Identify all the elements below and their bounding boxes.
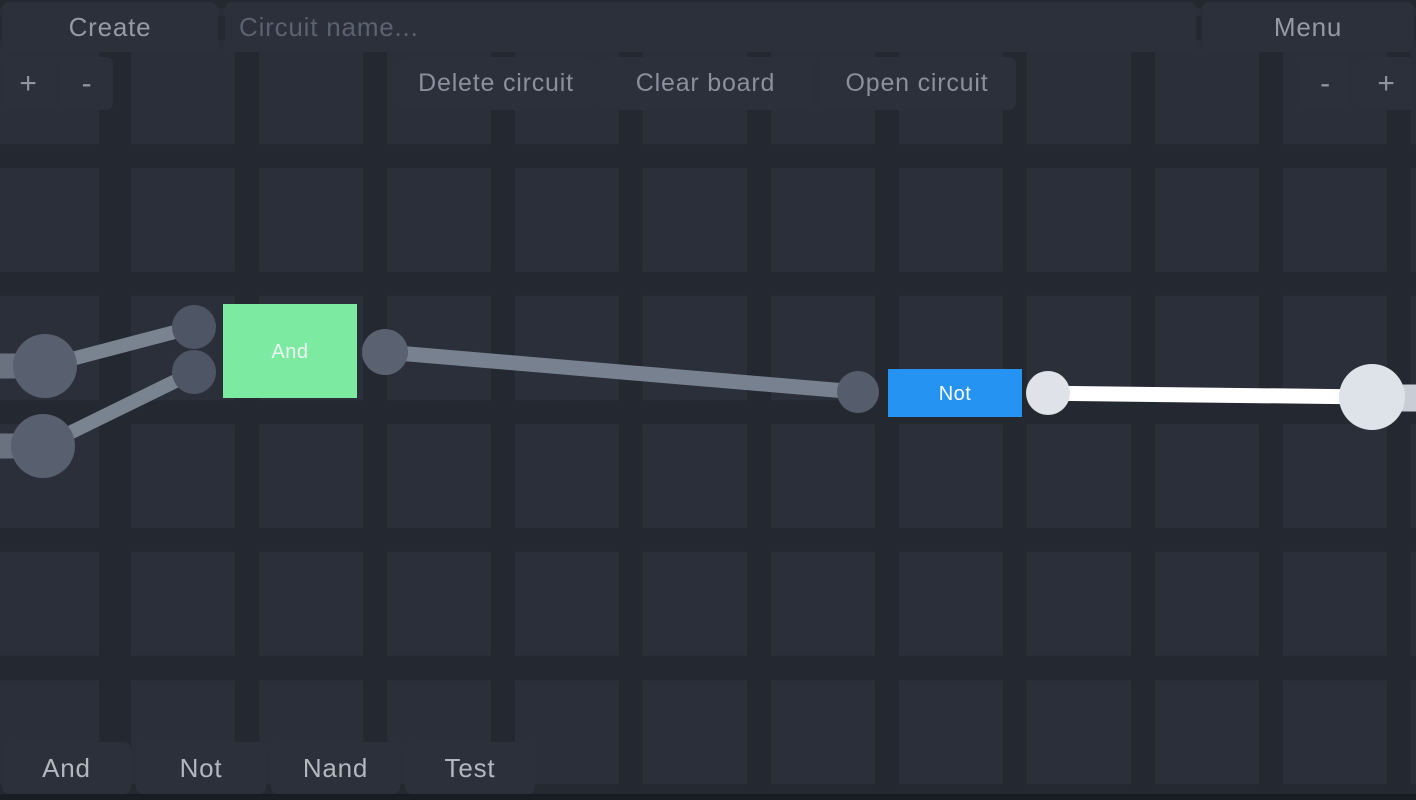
create-button[interactable]: Create <box>2 2 218 52</box>
open-circuit-button[interactable]: Open circuit <box>818 57 1016 110</box>
circuit-name-input[interactable] <box>225 2 1196 52</box>
and-gate[interactable]: And <box>223 304 357 398</box>
palette-item-and[interactable]: And <box>2 742 131 794</box>
zoom-in-button-right[interactable]: + <box>1359 57 1414 110</box>
not-input-pin[interactable] <box>837 371 879 413</box>
palette-item-nand[interactable]: Nand <box>271 742 400 794</box>
and-gate-label: And <box>271 341 308 363</box>
not-gate-label: Not <box>939 383 972 405</box>
palette-item-test[interactable]: Test <box>405 742 535 794</box>
zoom-out-button-left[interactable]: - <box>61 57 113 110</box>
not-gate[interactable]: Not <box>888 369 1022 417</box>
and-input-pin-2[interactable] <box>172 350 216 394</box>
menu-button[interactable]: Menu <box>1202 2 1414 52</box>
zoom-out-button-right[interactable]: - <box>1301 57 1350 110</box>
wire-and-to-not <box>384 344 859 400</box>
wire-not-to-output <box>1029 385 1373 405</box>
palette-item-not[interactable]: Not <box>136 742 266 794</box>
output-node[interactable] <box>1339 364 1405 430</box>
delete-circuit-button[interactable]: Delete circuit <box>399 57 593 110</box>
clear-board-button[interactable]: Clear board <box>600 57 811 110</box>
and-input-pin-1[interactable] <box>172 305 216 349</box>
and-output-pin[interactable] <box>362 329 408 375</box>
input-node-b[interactable] <box>11 414 75 478</box>
not-output-pin[interactable] <box>1026 371 1070 415</box>
input-node-a[interactable] <box>13 334 77 398</box>
zoom-in-button-left[interactable]: + <box>2 57 55 110</box>
bottom-edge-strip <box>0 794 1416 800</box>
